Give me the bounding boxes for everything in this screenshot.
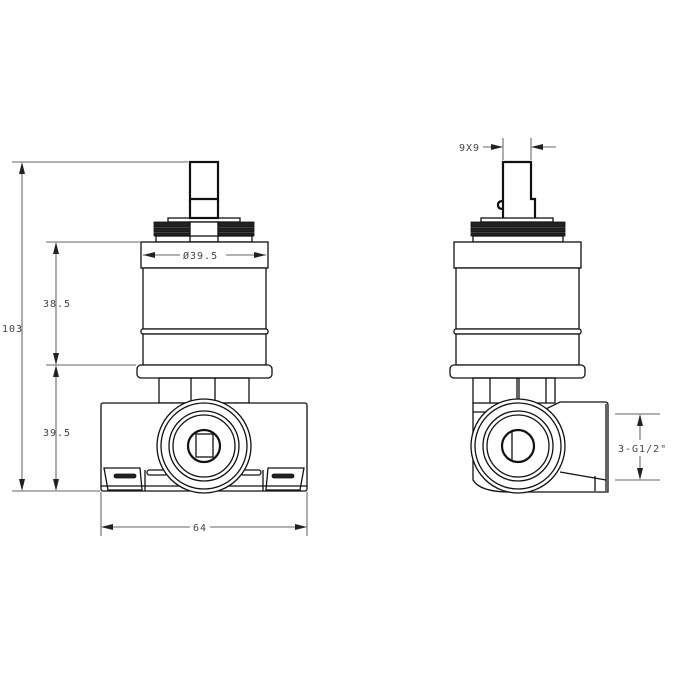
dim-overall-height: 103 xyxy=(2,324,23,335)
dim-stem-size: 9X9 xyxy=(459,143,480,154)
side-view xyxy=(449,160,609,494)
side-flange xyxy=(449,364,586,379)
front-thread xyxy=(153,217,255,243)
dim-width: 64 xyxy=(193,523,207,534)
front-cartridge-body xyxy=(142,267,267,330)
front-flange xyxy=(136,364,273,379)
dim-body-height: 39.5 xyxy=(43,428,71,439)
side-cap xyxy=(453,241,582,269)
side-thread xyxy=(470,217,566,243)
front-stem xyxy=(188,160,220,220)
front-port xyxy=(156,398,252,494)
side-stem xyxy=(496,160,537,218)
front-dimensions: 103 38.5 39.5 Ø39.5 64 xyxy=(2,161,308,536)
front-view xyxy=(100,160,308,494)
side-dimensions: 9X9 3-G1/2" xyxy=(459,138,669,481)
dim-ports: 3-G1/2" xyxy=(618,444,667,455)
dim-cartridge-height: 38.5 xyxy=(43,299,71,310)
side-port xyxy=(470,398,566,494)
dim-diameter: Ø39.5 xyxy=(183,250,218,262)
